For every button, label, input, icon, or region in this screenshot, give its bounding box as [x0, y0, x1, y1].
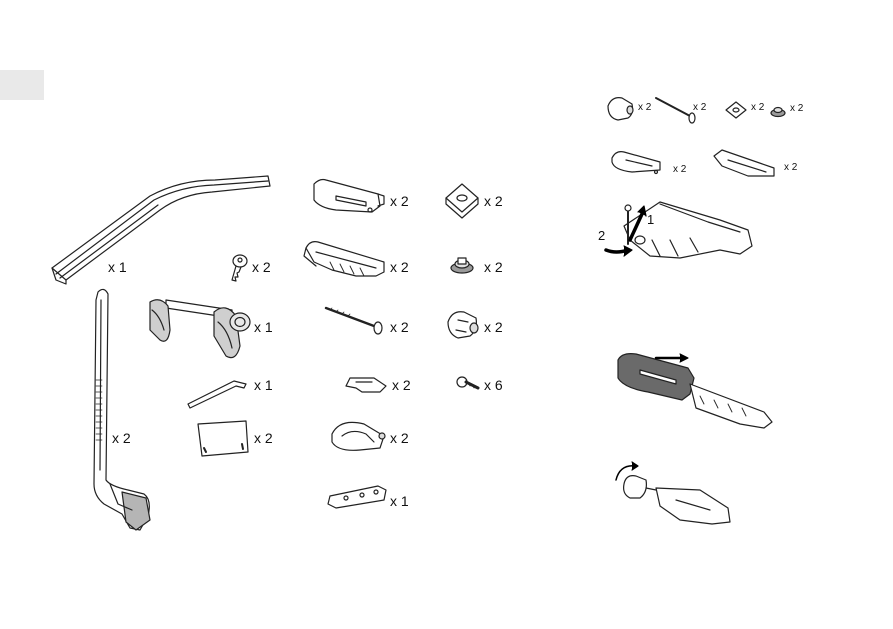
hex-key-qty: x 1 — [254, 377, 273, 393]
strap-a-drawing — [314, 180, 384, 213]
screw-qty: x 6 — [484, 377, 503, 393]
wheel-holder-drawing — [150, 300, 250, 358]
asm-bolt-qty: x 2 — [693, 102, 707, 113]
knob-icon — [448, 312, 478, 338]
asm-strap-b-qty: x 2 — [784, 162, 798, 173]
step-1-label: 1 — [647, 212, 655, 227]
strap-a-qty: x 2 — [390, 193, 409, 209]
square-nut-icon — [446, 184, 478, 218]
end-cap-icon — [332, 422, 385, 450]
square-nut-qty: x 2 — [484, 193, 503, 209]
clip-icon — [346, 378, 386, 392]
knob-qty: x 2 — [484, 319, 503, 335]
asm-strap-a-qty: x 2 — [673, 164, 687, 175]
rail-qty: x 1 — [108, 259, 127, 275]
asm-knob-icon — [608, 98, 633, 120]
asm-nut-icon — [726, 102, 746, 118]
wheel-holder-qty: x 1 — [254, 319, 273, 335]
washer-screw-qty: x 2 — [484, 259, 503, 275]
bracket-icon — [328, 486, 386, 508]
long-bolt-icon — [326, 308, 382, 334]
asm-screw-icon — [771, 108, 785, 117]
end-cap-qty: x 2 — [390, 430, 409, 446]
screw-icon — [457, 377, 478, 388]
sticker-icon — [198, 421, 248, 456]
strap-b-qty: x 2 — [390, 259, 409, 275]
slide-strap-drawing — [618, 354, 772, 428]
step-2-label: 2 — [598, 228, 606, 243]
hex-key-icon — [188, 381, 246, 408]
key-qty: x 2 — [252, 259, 271, 275]
asm-screw-qty: x 2 — [790, 103, 804, 114]
language-tab — [0, 70, 44, 100]
frame-arm-drawing — [94, 289, 150, 530]
asm-bolt-icon — [656, 98, 695, 123]
asm-knob-qty: x 2 — [638, 102, 652, 113]
key-icon — [232, 255, 247, 281]
bracket-qty: x 1 — [390, 493, 409, 509]
asm-strap-b-drawing — [714, 150, 774, 176]
long-bolt-qty: x 2 — [390, 319, 409, 335]
rail-profile-drawing — [52, 176, 270, 284]
frame-arm-qty: x 2 — [112, 430, 131, 446]
knob-tighten-drawing — [616, 462, 730, 524]
sticker-qty: x 2 — [254, 430, 273, 446]
step-assembly-drawing — [606, 202, 752, 258]
clip-qty: x 2 — [392, 377, 411, 393]
strap-b-drawing — [304, 242, 384, 276]
washer-screw-icon — [451, 258, 473, 273]
asm-strap-a-drawing — [612, 152, 660, 174]
asm-nut-qty: x 2 — [751, 102, 765, 113]
